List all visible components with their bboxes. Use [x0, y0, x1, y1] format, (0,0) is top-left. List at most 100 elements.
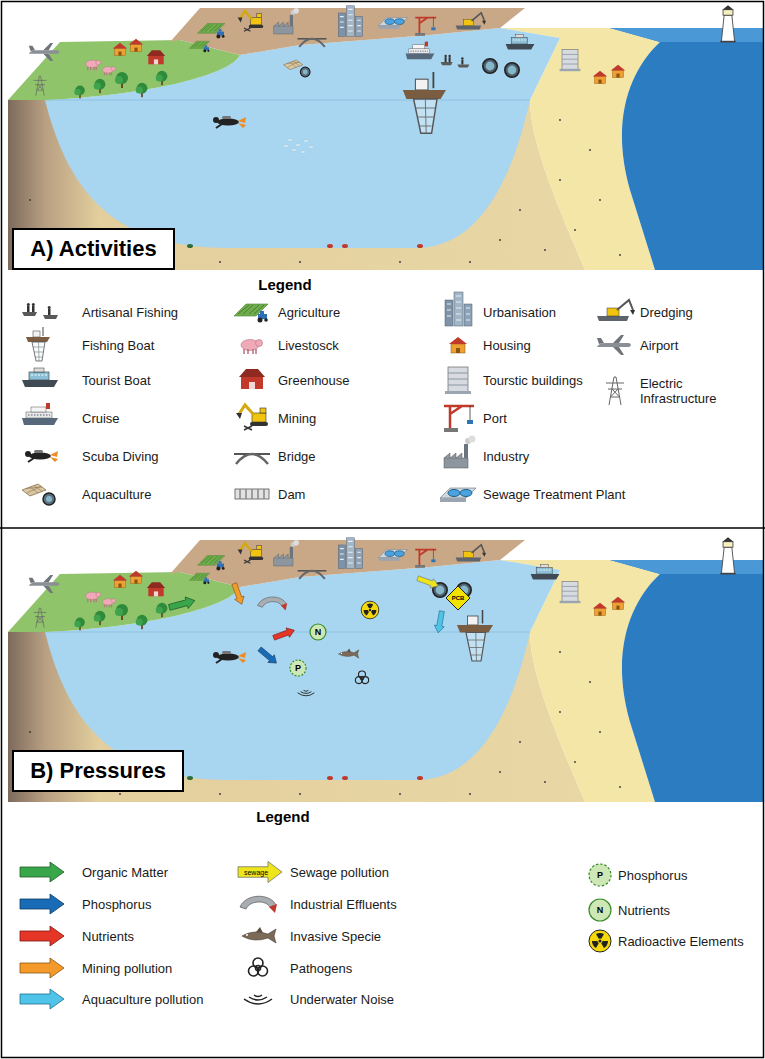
legend-icons — [589, 930, 611, 952]
legend-icons — [444, 436, 476, 469]
activity-icons — [283, 139, 314, 153]
activity-icons — [213, 116, 246, 128]
legend-icons — [234, 454, 270, 464]
legend-icons — [449, 337, 467, 353]
legend-label: Aquaculture — [82, 487, 151, 502]
activity-icons — [441, 55, 470, 68]
legend-label: Mining — [278, 411, 316, 426]
legend-label: Industrial Effluents — [290, 897, 397, 912]
pressure-symbols — [355, 671, 368, 684]
legend-icons — [234, 304, 268, 323]
legend-label: Housing — [483, 338, 531, 353]
legend-label: Fishing Boat — [82, 338, 154, 353]
symbol-shapes — [290, 586, 470, 676]
legend-icons — [242, 927, 276, 943]
legend-icons — [445, 367, 471, 394]
activity-icons — [284, 60, 310, 77]
pressure-symbols — [213, 651, 246, 663]
pressure-symbols — [256, 645, 279, 667]
legend-icons — [26, 327, 50, 361]
coastal-scene — [8, 537, 763, 802]
legend-label: Artisanal Fishing — [82, 305, 178, 320]
pressure-symbols — [361, 601, 379, 619]
legend-icons — [440, 488, 476, 502]
symbol-letter: P — [597, 871, 603, 880]
legend-label: Electric Infrastructure — [640, 376, 752, 406]
legend-icons — [22, 368, 58, 387]
legend-label: Cruise — [82, 411, 120, 426]
legend-label: Aquaculture pollution — [82, 992, 203, 1007]
pressure-symbols — [272, 626, 296, 643]
legend-icons — [20, 926, 64, 946]
legend-label: Sewage Treatment Plant — [483, 487, 625, 502]
panel-divider — [0, 527, 765, 529]
panel-label-box: A) Activities — [12, 228, 175, 270]
pressure-symbols — [433, 610, 447, 633]
pressure-symbols — [457, 610, 493, 661]
legend-label: Agriculture — [278, 305, 340, 320]
symbol-shapes — [446, 586, 470, 610]
activity-icons — [287, 139, 293, 141]
panel-title: A) Activities — [30, 236, 156, 262]
legend-icons — [597, 300, 635, 321]
legend-label: Phosphorus — [618, 868, 687, 883]
activity-icons — [506, 34, 535, 49]
legend-heading: Legend — [258, 277, 311, 292]
activity-icons — [291, 149, 297, 151]
legend-label: Pathogens — [290, 961, 352, 976]
legend-icons — [241, 340, 263, 355]
legend-icons — [22, 303, 58, 319]
legend-icons — [22, 403, 58, 425]
panel-title: B) Pressures — [30, 758, 166, 784]
pressure-symbols — [168, 564, 560, 695]
legend-icons — [244, 995, 272, 1004]
activity-icons — [308, 146, 314, 148]
legend-icons — [597, 335, 631, 355]
legend-icons — [20, 292, 635, 1009]
legend-label: Dredging — [640, 305, 693, 320]
legend-label: Underwater Noise — [290, 992, 394, 1007]
symbol-letter: N — [597, 906, 604, 915]
legend-label: Port — [483, 411, 507, 426]
legend-icons — [445, 292, 472, 326]
legend-icons — [238, 862, 282, 883]
symbol-text: PCB — [452, 595, 465, 601]
activity-icons — [505, 63, 519, 77]
activity-icons — [303, 140, 309, 142]
legend-label: Sewage pollution — [290, 865, 389, 880]
symbol-shapes — [310, 624, 326, 640]
legend-label: Nutrients — [618, 903, 670, 918]
pressure-symbols — [168, 595, 197, 613]
legend-label: Phosphorus — [82, 897, 151, 912]
pressure-symbols — [230, 582, 247, 606]
legend-icons — [20, 862, 64, 882]
pressure-symbols — [531, 564, 560, 579]
pressure-symbols — [298, 690, 315, 695]
activity-icons — [300, 151, 306, 153]
legend-icons — [606, 377, 624, 405]
legend-label: Organic Matter — [82, 865, 168, 880]
activity-icons — [283, 145, 289, 147]
legend-label: Nutrients — [82, 929, 134, 944]
legend-label: Invasive Specie — [290, 929, 381, 944]
pressure-symbols — [338, 649, 358, 659]
legend-icons — [589, 864, 611, 886]
pressure-symbols — [258, 597, 288, 610]
legend-heading: Legend — [256, 809, 309, 824]
legend-label: Tourstic buildings — [483, 373, 583, 388]
legend-icons — [249, 958, 268, 976]
legend-label: Livestosck — [278, 338, 339, 353]
legend-label: Mining pollution — [82, 961, 172, 976]
legend-icons — [20, 958, 64, 978]
activity-icons — [406, 42, 435, 60]
legend-icons — [236, 405, 268, 430]
legend-label: Radioactive Elements — [618, 934, 744, 949]
activity-icons — [483, 59, 497, 73]
legend-icons — [444, 406, 474, 432]
legend-label: Scuba Diving — [82, 449, 159, 464]
symbol-letter: N — [315, 628, 322, 637]
legend-label: Dam — [278, 487, 305, 502]
legend-icons — [20, 989, 64, 1009]
